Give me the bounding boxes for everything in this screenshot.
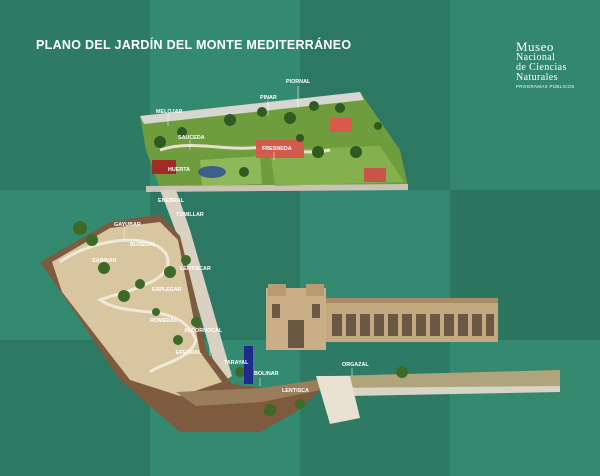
label-gayubar: GAYUBAR <box>114 222 141 228</box>
logo-line-ciencias: de Ciencias <box>516 62 567 73</box>
museum-logo: Museo Nacional de Ciencias Naturales PRO… <box>516 40 596 90</box>
label-bolinar: BOLINAR <box>254 371 279 377</box>
page-title: PLANO DEL JARDÍN DEL MONTE MEDITERRÁNEO <box>36 38 352 52</box>
lower-garden <box>40 214 560 432</box>
label-piornal: PIORNAL <box>286 79 311 85</box>
label-pinar: PINAR <box>260 95 277 101</box>
museum-building <box>266 284 498 350</box>
label-esplegar: ESPLEGAR <box>152 287 182 293</box>
label-tomillar: TOMILLAR <box>176 212 204 218</box>
zone-labels <box>123 86 353 386</box>
label-romeral: ROMERAL <box>150 318 178 324</box>
label-enebral: ENEBRAL <box>158 198 185 204</box>
label-sauceda: SAUCEDA <box>178 135 205 141</box>
logo-line-nacional: Nacional <box>516 52 556 63</box>
upper-garden <box>140 92 408 192</box>
label-tarayal: TARAYAL <box>224 360 249 366</box>
label-orgazal: ORGAZAL <box>342 362 369 368</box>
label-fresneda: FRESNEDA <box>262 146 292 152</box>
label-lentisca: LENTISCA <box>282 388 309 394</box>
label-alcornocal: ALCORNOCAL <box>184 328 223 334</box>
logo-line-programas: PROGRAMAS PÚBLICOS <box>516 84 575 89</box>
label-sabinar: SABINAR <box>92 258 117 264</box>
logo-line-naturales: Naturales <box>516 72 558 83</box>
logo-line-museo: Museo <box>516 39 554 54</box>
label-lentiscar: LENTISCAR <box>180 266 211 272</box>
zone-label-texts: PIORNAL PINAR MELOJAR SAUCEDA FRESNEDA H… <box>92 79 369 394</box>
label-efedral: EFEDRAL <box>176 350 202 356</box>
label-buxedal: BUXEDAL <box>130 242 157 248</box>
label-melojar: MELOJAR <box>156 109 182 115</box>
label-huerta: HUERTA <box>168 167 190 173</box>
